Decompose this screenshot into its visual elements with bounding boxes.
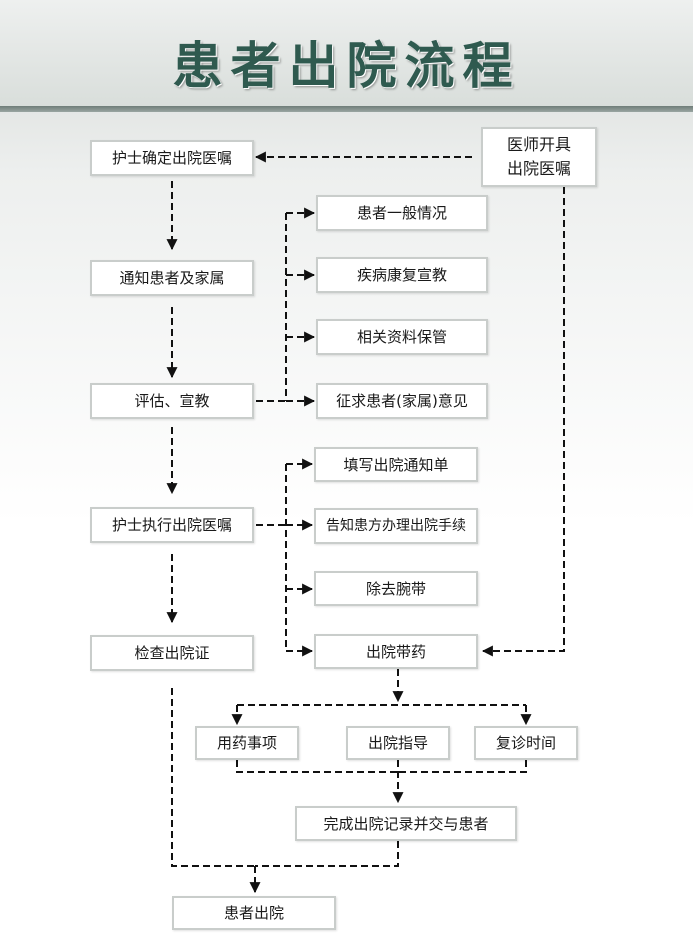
connector-record-to-join: [255, 841, 399, 867]
header-divider: [0, 106, 693, 112]
node-follow-up-time: 复诊时间: [474, 726, 578, 760]
header-banner: [0, 0, 693, 106]
node-remove-wristband: 除去腕带: [314, 571, 478, 606]
node-complete-record: 完成出院记录并交与患者: [295, 806, 517, 841]
node-inform-procedures: 告知患方办理出院手续: [314, 508, 478, 544]
node-med-matters: 用药事项: [195, 726, 299, 760]
node-doctor-order: 医师开具 出院医嘱: [481, 127, 597, 187]
node-solicit-opinion: 征求患者(家属)意见: [316, 383, 488, 419]
node-discharge-meds: 出院带药: [314, 634, 478, 669]
connector-merge-right: [398, 760, 527, 773]
page-title: 患者出院流程: [172, 37, 521, 95]
node-check-certificate: 检查出院证: [90, 635, 254, 671]
connector-check-to-join: [171, 688, 255, 867]
node-patient-discharged: 患者出院: [172, 896, 336, 930]
node-discharge-guidance: 出院指导: [346, 726, 450, 760]
node-nurse-execute: 护士执行出院医嘱: [90, 507, 254, 543]
node-records-custody: 相关资料保管: [316, 319, 488, 355]
node-fill-notice: 填写出院通知单: [314, 447, 478, 482]
node-assess-educate: 评估、宣教: [90, 383, 254, 419]
connector-doctor-to-meds: [481, 187, 565, 657]
node-notify-family: 通知患者及家属: [90, 260, 254, 296]
node-nurse-confirm: 护士确定出院医嘱: [90, 140, 254, 176]
node-general-condition: 患者一般情况: [316, 195, 488, 231]
connector-merge-left: [236, 760, 398, 773]
node-rehab-education: 疾病康复宣教: [316, 257, 488, 293]
